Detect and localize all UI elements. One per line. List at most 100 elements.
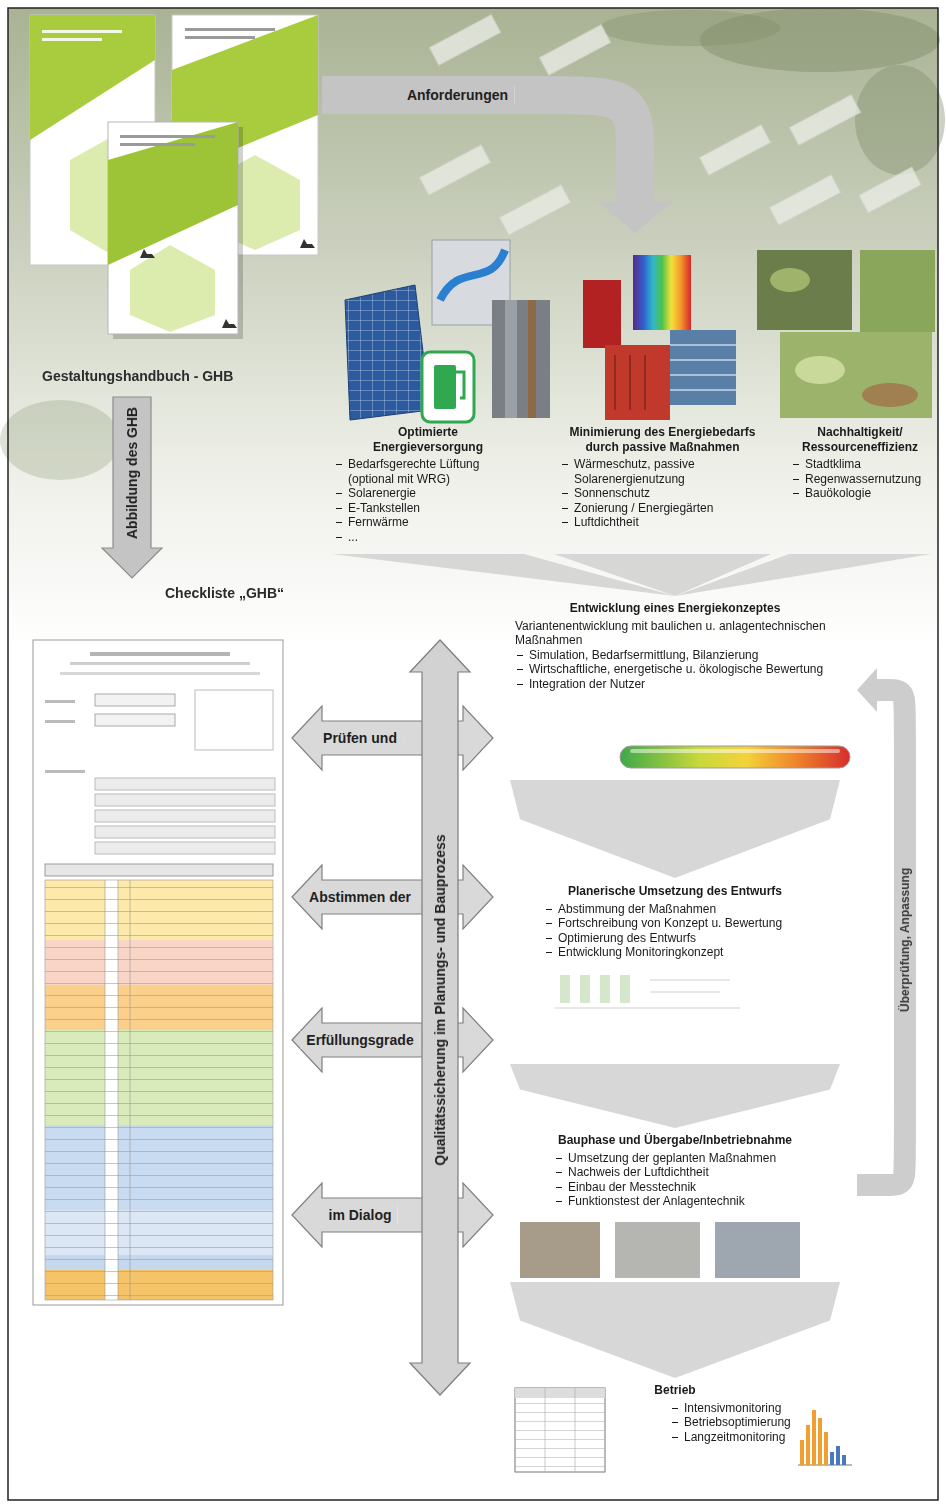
arrow-head <box>857 668 877 712</box>
wolf-logo <box>222 319 237 328</box>
chart-bar <box>830 1452 834 1465</box>
arrow-shaft <box>322 95 635 203</box>
aerial-photo <box>8 8 938 648</box>
category-block: Minimierung des Energiebedarfs durch pas… <box>550 235 775 552</box>
chevron-arrow <box>510 780 840 878</box>
air-flow-swoosh <box>440 250 505 300</box>
e-charging-icon <box>422 352 474 422</box>
node-heading: Minimierung des Energiebedarfs durch pas… <box>555 425 770 454</box>
cover-title-line <box>185 28 275 31</box>
list-item: Simulation, Bedarfsermittlung, Bilanzier… <box>515 648 849 663</box>
table-column-line <box>545 1388 575 1472</box>
chart-bar <box>812 1410 816 1465</box>
node-label: Checkliste „GHB“ <box>165 585 284 602</box>
node-heading: Planerische Umsetzung des Entwurfs <box>505 884 845 899</box>
list-item: Abstimmung der Maßnahmen <box>544 902 844 917</box>
wolf-logo <box>300 239 315 248</box>
building-roof <box>429 15 500 66</box>
list-item: ... <box>334 530 504 545</box>
list-item: Sonnenschutz <box>560 486 765 501</box>
louvre-line <box>670 345 736 390</box>
bullet-dash <box>546 909 552 910</box>
list-item: Solarenergie <box>334 486 504 501</box>
scale-highlight <box>630 749 840 753</box>
table-grid <box>45 880 273 1300</box>
doc-title-line <box>70 662 250 665</box>
list-item: Optimierung des Entwurfs <box>544 931 844 946</box>
form-label-line <box>45 770 85 773</box>
solar-panel-photo <box>345 285 430 420</box>
list-item: Zonierung / Energiegärten <box>560 501 765 516</box>
bullet-dash <box>546 923 552 924</box>
bullet-dash <box>556 1158 562 1159</box>
flow-connector <box>675 554 931 596</box>
form-field <box>95 778 275 790</box>
bullet-dash <box>556 1172 562 1173</box>
building-roof <box>699 125 770 176</box>
form-label-line <box>45 700 75 703</box>
arrow-label: Erfüllungsgrade <box>300 1031 419 1049</box>
flow-connector <box>292 1008 493 1072</box>
flow-connector <box>510 1282 840 1378</box>
arrow-label: Prüfen und <box>317 729 403 747</box>
flow-connector <box>292 865 493 929</box>
bullet-dash <box>793 493 799 494</box>
rainwater-photo <box>860 250 935 332</box>
cover-title-line <box>120 143 195 146</box>
cover-title-line <box>42 30 122 33</box>
flow-connector <box>292 706 493 770</box>
funnel-arrow <box>675 554 931 596</box>
bullet-dash <box>562 493 568 494</box>
tree-area <box>600 10 780 46</box>
bullet-dash <box>336 464 342 465</box>
arrow-shaft <box>857 690 905 1185</box>
block-arrow <box>102 397 162 578</box>
form-field <box>95 810 275 822</box>
bullet-dash <box>672 1422 678 1423</box>
phase-band: BetriebIntensivmonitoringBetriebsoptimie… <box>495 1380 855 1480</box>
item-text: Wirtschaftliche, energetische u. ökologi… <box>529 662 823 676</box>
item-text: E-Tankstellen <box>348 501 420 515</box>
table-column-line <box>105 880 130 1300</box>
insulation-photo <box>605 345 670 420</box>
plan-sketch <box>580 975 590 1003</box>
bullet-dash <box>562 508 568 509</box>
bullet-dash <box>562 522 568 523</box>
category-block: Nachhaltigkeit/ RessourceneffizienzStadt… <box>785 235 935 552</box>
cover-band <box>30 15 155 140</box>
table-header <box>515 1388 605 1398</box>
bullet-dash <box>517 669 523 670</box>
bullet-dash <box>556 1187 562 1188</box>
bullet-dash <box>336 522 342 523</box>
phase-band: Planerische Umsetzung des EntwurfsAbstim… <box>495 880 855 1062</box>
chart-bar <box>842 1455 846 1465</box>
item-text: Wärmeschutz, passive Solarenergienutzung <box>574 457 695 486</box>
charging-pump <box>434 365 456 409</box>
bullet-dash <box>793 464 799 465</box>
node-label: Gestaltungshandbuch - GHB <box>42 368 233 385</box>
chevron-arrow <box>510 1064 840 1128</box>
item-text: Simulation, Bedarfsermittlung, Bilanzier… <box>529 648 758 662</box>
door-photo <box>583 280 621 348</box>
item-text: Solarenergie <box>348 486 416 500</box>
plan-sketch <box>620 975 630 1003</box>
phase-band: Bauphase und Übergabe/InbetriebnahmeUmse… <box>495 1130 855 1280</box>
sunshade-photo <box>670 330 736 405</box>
monitoring-table <box>515 1388 605 1472</box>
item-text: Bedarfsgerechte Lüftung (optional mit WR… <box>348 457 479 486</box>
bullet-dash <box>517 655 523 656</box>
item-text: Optimierung des Entwurfs <box>558 931 696 945</box>
chart-bar <box>800 1440 804 1465</box>
arrow-label: Anforderungen <box>401 86 514 104</box>
list-item: Funktionstest der Anlagentechnik <box>554 1194 844 1209</box>
pipe-stripe <box>505 300 517 418</box>
item-text: Entwicklung Monitoringkonzept <box>558 945 723 959</box>
book-cover <box>108 122 238 334</box>
item-text: Langzeitmonitoring <box>684 1430 785 1444</box>
bullet-dash <box>336 508 342 509</box>
thermal-image <box>633 255 691 330</box>
quality-assurance-arrow <box>410 640 470 1395</box>
